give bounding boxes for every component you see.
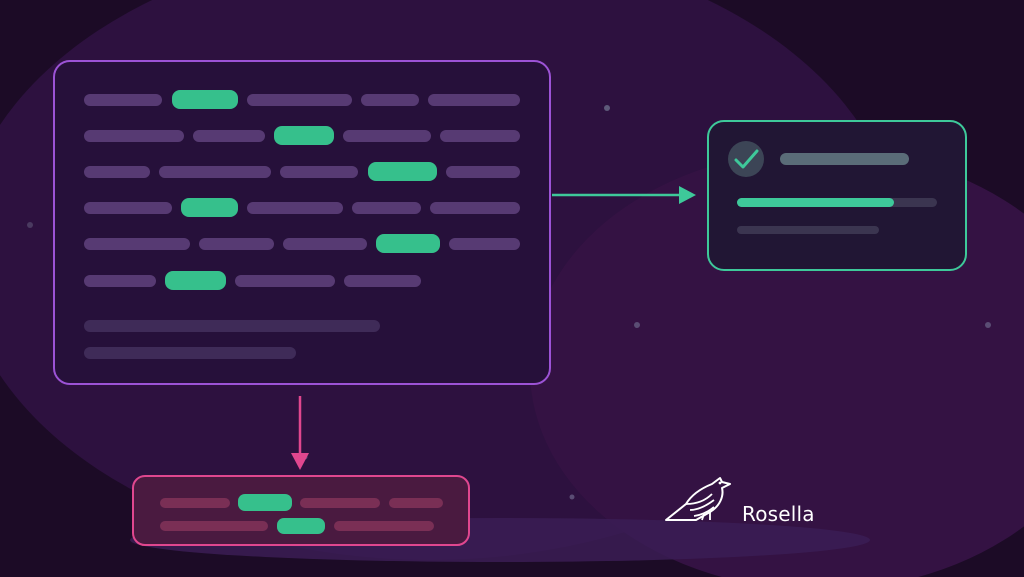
brand-logo: Rosella bbox=[664, 474, 834, 526]
arrow-head-right bbox=[679, 186, 696, 204]
star-dot bbox=[604, 105, 610, 111]
token-bar bbox=[160, 521, 268, 531]
token-bar bbox=[428, 94, 520, 106]
result-detail-line bbox=[737, 226, 879, 234]
token-bar bbox=[283, 238, 367, 250]
token-bar bbox=[280, 166, 358, 178]
rosella-bird-icon bbox=[665, 477, 731, 521]
token-bar bbox=[84, 94, 162, 106]
token-bar bbox=[344, 275, 421, 287]
token-bar bbox=[334, 521, 434, 531]
star-dot bbox=[634, 322, 640, 328]
token-bar-highlight bbox=[274, 126, 334, 145]
star-dot bbox=[27, 222, 33, 228]
token-bar bbox=[235, 275, 335, 287]
token-bar bbox=[84, 238, 190, 250]
token-bar bbox=[247, 94, 352, 106]
token-bar-highlight bbox=[368, 162, 437, 181]
brand-name: Rosella bbox=[742, 502, 815, 526]
token-bar-highlight bbox=[172, 90, 238, 109]
token-bar bbox=[389, 498, 443, 508]
output-panel bbox=[132, 475, 470, 546]
token-bar bbox=[352, 202, 421, 214]
token-bar bbox=[193, 130, 265, 142]
document-panel bbox=[53, 60, 551, 385]
summary-line bbox=[84, 320, 380, 332]
token-bar bbox=[343, 130, 431, 142]
confidence-fill bbox=[737, 198, 894, 207]
token-bar bbox=[300, 498, 380, 508]
token-bar bbox=[159, 166, 271, 178]
summary-line bbox=[84, 347, 296, 359]
token-bar-highlight bbox=[181, 198, 238, 217]
token-bar-highlight bbox=[238, 494, 292, 511]
token-bar bbox=[84, 166, 150, 178]
token-bar bbox=[84, 202, 172, 214]
token-bar bbox=[446, 166, 520, 178]
token-bar bbox=[361, 94, 419, 106]
token-bar bbox=[160, 498, 230, 508]
token-bar bbox=[84, 275, 156, 287]
star-dot bbox=[569, 494, 575, 500]
token-bar-highlight bbox=[376, 234, 440, 253]
token-bar-highlight bbox=[165, 271, 226, 290]
check-circle-icon bbox=[728, 141, 764, 177]
token-bar bbox=[84, 130, 184, 142]
result-title-line bbox=[780, 153, 909, 165]
token-bar-highlight bbox=[277, 518, 325, 534]
token-bar bbox=[449, 238, 520, 250]
token-bar bbox=[199, 238, 274, 250]
arrow-head-down bbox=[291, 453, 309, 470]
token-bar bbox=[247, 202, 343, 214]
star-dot bbox=[985, 322, 991, 328]
token-bar bbox=[440, 130, 520, 142]
token-bar bbox=[430, 202, 520, 214]
